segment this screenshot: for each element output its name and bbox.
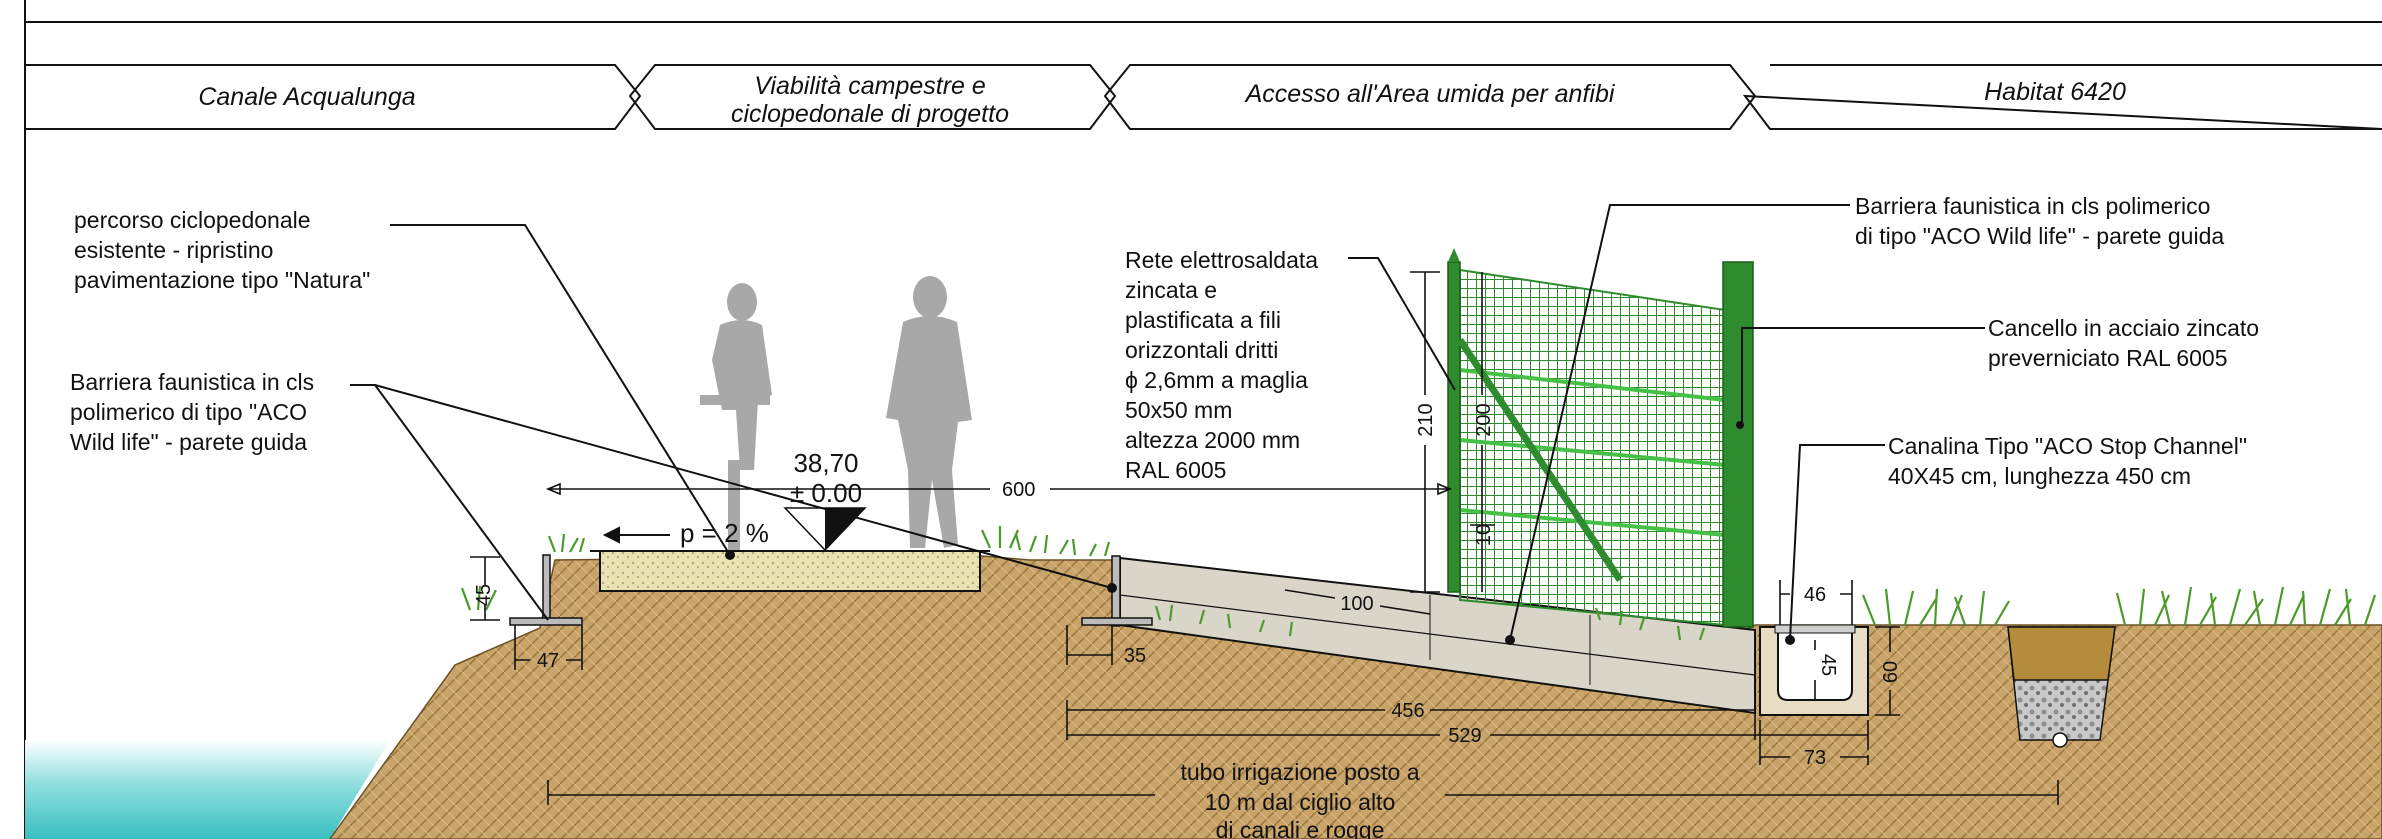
svg-text:Barriera faunistica in cls: Barriera faunistica in cls — [70, 369, 314, 395]
grass-tufts — [460, 526, 2377, 641]
svg-text:polimerico di tipo "ACO: polimerico di tipo "ACO — [70, 399, 307, 425]
note-path-existing: percorso ciclopedonale esistente - ripri… — [74, 207, 370, 293]
svg-text:Barriera faunistica in cls pol: Barriera faunistica in cls polimerico — [1855, 193, 2210, 219]
dim-529: 529 — [1448, 725, 1481, 747]
note-barrier-left: Barriera faunistica in cls polimerico di… — [70, 369, 314, 455]
aco-channel — [1759, 624, 1869, 716]
slope-label: p = 2 % — [680, 518, 769, 548]
svg-text:ϕ 2,6mm a maglia: ϕ 2,6mm a maglia — [1125, 367, 1308, 393]
fence — [1447, 248, 1754, 628]
svg-text:50x50 mm: 50x50 mm — [1125, 397, 1232, 423]
path-pavement — [599, 550, 981, 592]
svg-text:Rete elettrosaldata: Rete elettrosaldata — [1125, 247, 1318, 273]
dim-60: 60 — [1880, 661, 1902, 683]
svg-text:zincata e: zincata e — [1125, 277, 1217, 303]
zone-habitat: Habitat 6420 — [1984, 78, 2126, 106]
dim-100: 100 — [1340, 593, 1373, 615]
leader-lines — [350, 204, 1985, 645]
dim-200: 200 — [1473, 403, 1495, 436]
note-gate: Cancello in acciaio zincato preverniciat… — [1988, 315, 2259, 371]
header-frame — [24, 0, 2382, 839]
dim-210: 210 — [1415, 403, 1437, 436]
note-channel: Canalina Tipo "ACO Stop Channel" 40X45 c… — [1888, 433, 2247, 489]
dim-35: 35 — [1124, 645, 1146, 667]
svg-text:Cancello in acciaio zincato: Cancello in acciaio zincato — [1988, 315, 2259, 341]
elevation-ref: ± 0.00 — [790, 478, 862, 508]
dim-10: 10 — [1473, 524, 1495, 546]
zone-canale: Canale Acqualunga — [198, 83, 415, 111]
slope-arrow — [602, 526, 670, 544]
svg-text:10 m dal ciglio alto: 10 m dal ciglio alto — [1205, 789, 1396, 815]
dim-47: 47 — [537, 650, 559, 672]
elevation-value: 38,70 — [793, 448, 858, 478]
dim-46: 46 — [1804, 584, 1826, 606]
note-barrier-right: Barriera faunistica in cls polimerico di… — [1855, 193, 2224, 249]
canal-water — [25, 740, 390, 839]
svg-text:di tipo "ACO Wild life" - pare: di tipo "ACO Wild life" - parete guida — [1855, 223, 2224, 249]
zone-viabilita-line1: Viabilità campestre e — [754, 72, 986, 100]
dim-lines: 600 45 47 100 35 456 529 210 200 10 46 4… — [470, 271, 2059, 805]
svg-text:percorso ciclopedonale: percorso ciclopedonale — [74, 207, 311, 233]
zone-accesso: Accesso all'Area umida per anfibi — [1244, 80, 1616, 108]
svg-text:plastificata a fili: plastificata a fili — [1125, 307, 1281, 333]
svg-text:Wild life" - parete guida: Wild life" - parete guida — [70, 429, 307, 455]
svg-text:40X45 cm, lunghezza 450 cm: 40X45 cm, lunghezza 450 cm — [1888, 463, 2191, 489]
svg-text:esistente - ripristino: esistente - ripristino — [74, 237, 273, 263]
svg-text:tubo irrigazione posto a: tubo irrigazione posto a — [1180, 759, 1419, 785]
note-pipe: tubo irrigazione posto a 10 m dal ciglio… — [1180, 759, 1419, 839]
cyclist-silhouette — [700, 283, 772, 550]
dim-73: 73 — [1804, 747, 1826, 769]
svg-text:pavimentazione tipo "Natura": pavimentazione tipo "Natura" — [74, 267, 370, 293]
dim-456: 456 — [1391, 700, 1424, 722]
drain-trench — [2007, 626, 2116, 748]
svg-text:altezza 2000 mm: altezza 2000 mm — [1125, 427, 1300, 453]
dim-600: 600 — [1002, 479, 1035, 501]
svg-text:preverniciato RAL 6005: preverniciato RAL 6005 — [1988, 345, 2228, 371]
pedestrian-silhouette — [886, 276, 972, 548]
svg-text:Canalina Tipo "ACO Stop Channe: Canalina Tipo "ACO Stop Channel" — [1888, 433, 2247, 459]
dim-45-channel: 45 — [1817, 654, 1839, 676]
svg-text:orizzontali dritti: orizzontali dritti — [1125, 337, 1278, 363]
zone-viabilita-line2: ciclopedonale di progetto — [731, 100, 1009, 128]
svg-text:RAL 6005: RAL 6005 — [1125, 457, 1226, 483]
svg-text:di canali e rogge: di canali e rogge — [1216, 817, 1385, 839]
dim-45: 45 — [473, 584, 495, 606]
note-mesh: Rete elettrosaldata zincata e plastifica… — [1125, 247, 1318, 483]
